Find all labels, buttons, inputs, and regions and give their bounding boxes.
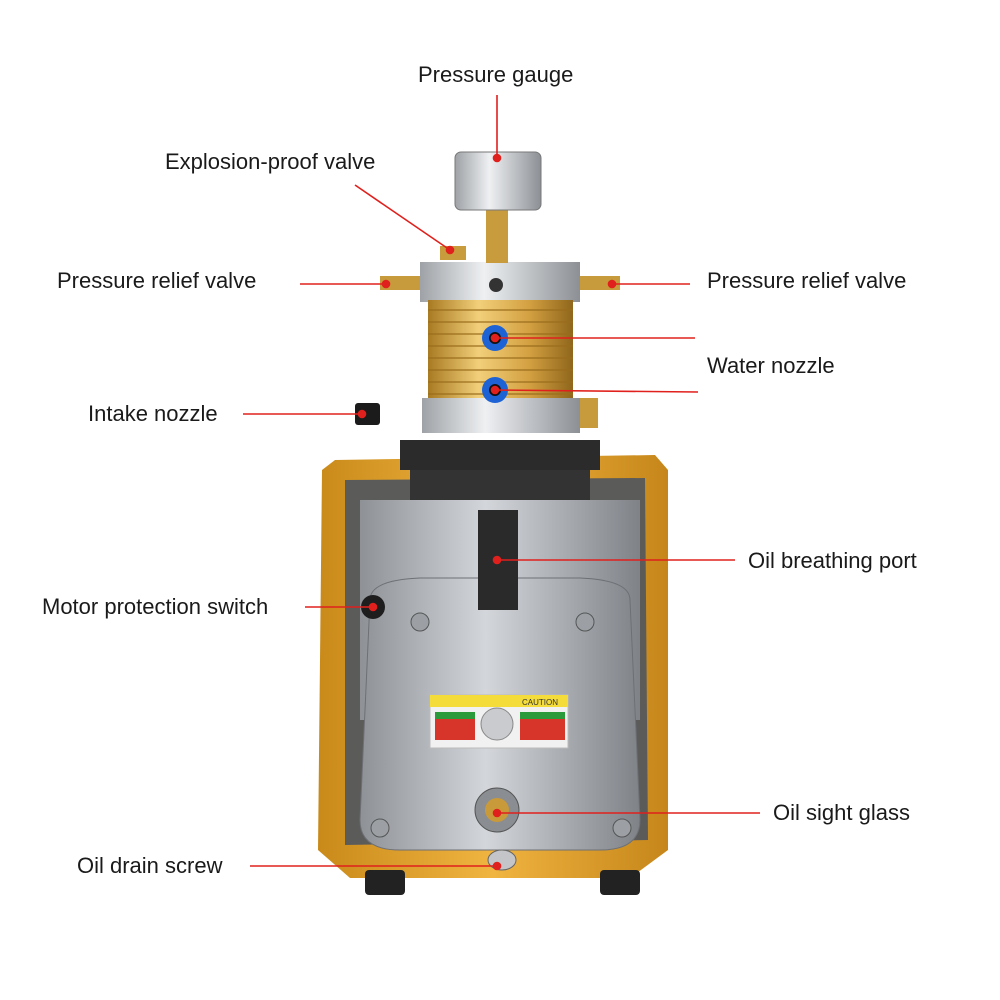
- caution-text: CAUTION: [522, 698, 558, 707]
- pressure-gauge-icon: [440, 151, 542, 263]
- label-water-nozzle: Water nozzle: [707, 353, 835, 378]
- label-pressure-relief-valve-left: Pressure relief valve: [57, 268, 257, 293]
- oil-drain-screw-icon: [487, 849, 517, 871]
- label-oil-sight-glass: Oil sight glass: [773, 800, 910, 825]
- label-explosion-proof-valve: Explosion-proof valve: [165, 149, 376, 174]
- label-oil-drain-screw: Oil drain screw: [77, 853, 223, 878]
- label-motor-protection-switch: Motor protection switch: [42, 594, 269, 619]
- label-intake-nozzle: Intake nozzle: [88, 401, 218, 426]
- caution-sticker: CAUTION: [429, 694, 569, 749]
- label-pressure-relief-valve-right: Pressure relief valve: [707, 268, 907, 293]
- label-oil-breathing-port: Oil breathing port: [748, 548, 917, 573]
- intake-nozzle-icon: [355, 403, 380, 425]
- cylinder: [355, 262, 620, 433]
- label-pressure-gauge: Pressure gauge: [418, 62, 574, 87]
- leader-lines: [243, 95, 760, 871]
